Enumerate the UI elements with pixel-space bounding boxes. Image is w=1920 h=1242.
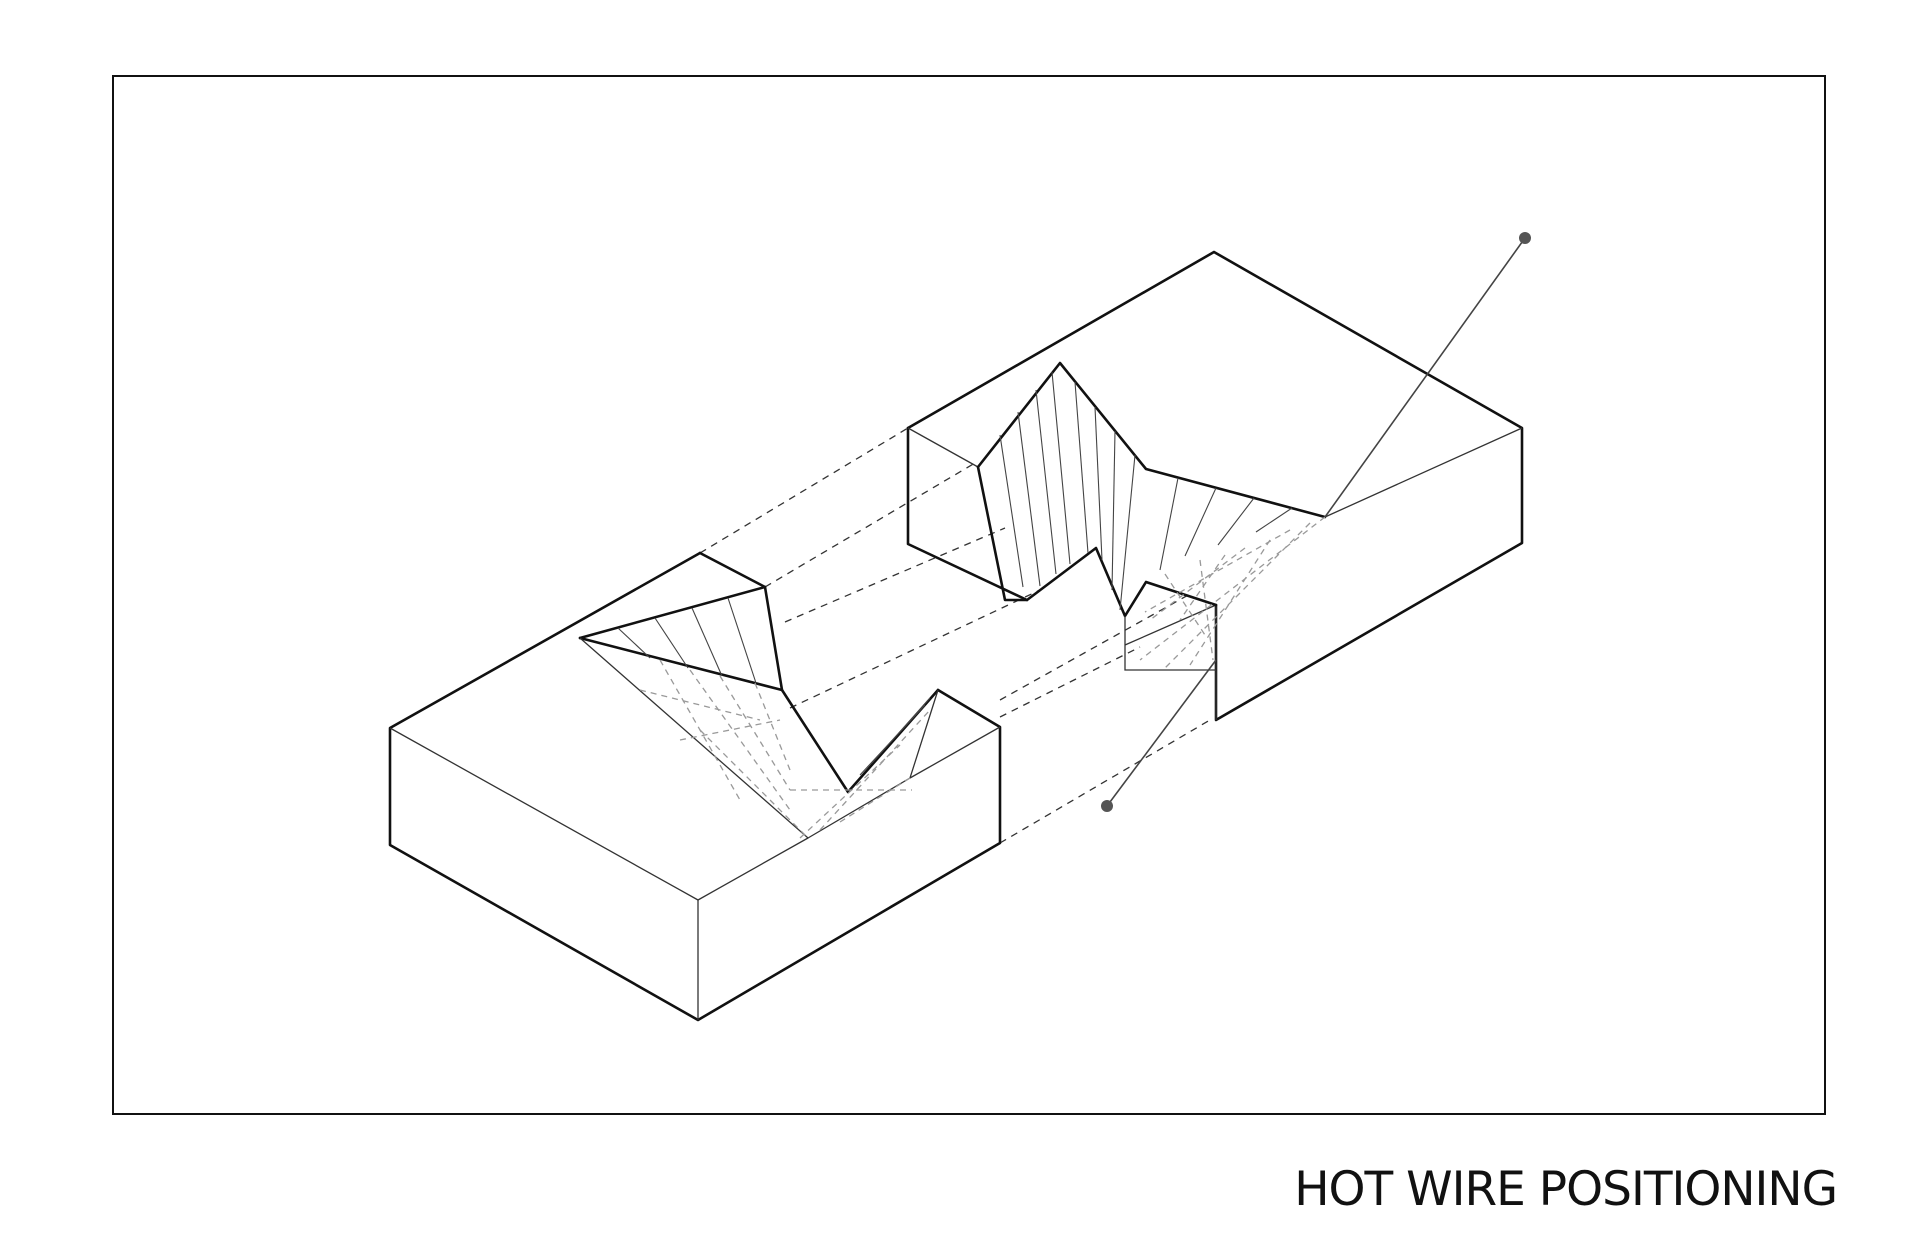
projection-lines: [699, 427, 1211, 844]
front-foam-block: [388, 551, 1002, 1022]
ruled-cut-surface: [999, 371, 1293, 611]
diagram-caption: HOT WIRE POSITIONING: [1294, 1162, 1838, 1217]
ruled-cut-surface-front: [617, 597, 931, 776]
hot-wire: [1101, 232, 1531, 812]
back-foam-block: [906, 250, 1524, 722]
hidden-cut-lines: [1139, 516, 1326, 669]
wire-endpoint-bottom: [1101, 800, 1113, 812]
drawing-frame: [112, 75, 1826, 1115]
hidden-cut-lines-front: [639, 659, 931, 839]
wire-endpoint-top: [1519, 232, 1531, 244]
